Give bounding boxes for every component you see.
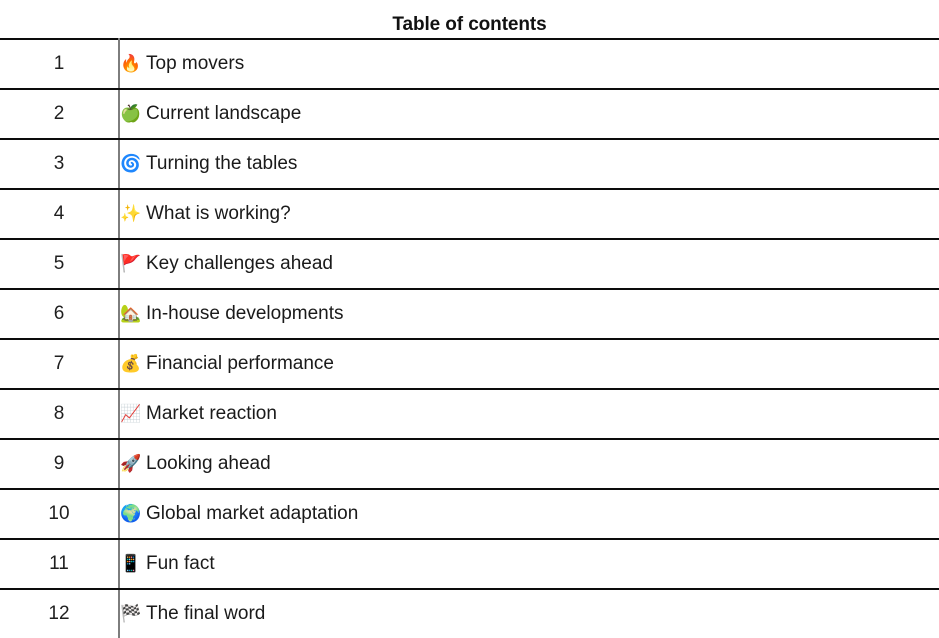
table-row[interactable]: 4✨What is working?	[0, 189, 939, 240]
row-label: Market reaction	[146, 403, 277, 424]
row-number: 10	[0, 489, 120, 540]
triangular-flag-emoji: 🚩	[120, 254, 142, 274]
row-entry[interactable]: 🚀Looking ahead	[119, 439, 939, 490]
row-number: 9	[0, 439, 120, 490]
row-entry[interactable]: 📱Fun fact	[119, 539, 939, 590]
row-label: Financial performance	[146, 353, 334, 374]
row-entry[interactable]: 🚩Key challenges ahead	[119, 239, 939, 290]
row-number: 6	[0, 289, 120, 340]
chequered-flag-emoji: 🏁	[120, 604, 142, 624]
page-title: Table of contents	[392, 14, 547, 35]
row-label: Turning the tables	[146, 153, 298, 174]
table-row[interactable]: 3🌀Turning the tables	[0, 139, 939, 190]
row-label: Top movers	[146, 53, 245, 74]
row-number: 7	[0, 339, 120, 390]
row-entry[interactable]: ✨What is working?	[119, 189, 939, 240]
row-number: 12	[0, 589, 120, 638]
row-number: 5	[0, 239, 120, 290]
row-entry[interactable]: 💰Financial performance	[119, 339, 939, 390]
globe-europe-africa-emoji: 🌍	[120, 504, 142, 524]
row-entry[interactable]: 🏡In-house developments	[119, 289, 939, 340]
table-row[interactable]: 5🚩Key challenges ahead	[0, 239, 939, 290]
mobile-phone-emoji: 📱	[120, 554, 142, 574]
row-number: 8	[0, 389, 120, 440]
row-label: What is working?	[146, 203, 291, 224]
table-row[interactable]: 2🍏Current landscape	[0, 89, 939, 140]
table-row[interactable]: 8📈Market reaction	[0, 389, 939, 440]
row-label: Current landscape	[146, 103, 302, 124]
table-row[interactable]: 7💰Financial performance	[0, 339, 939, 390]
row-label: Fun fact	[146, 553, 215, 574]
row-entry[interactable]: 🍏Current landscape	[119, 89, 939, 140]
row-label: Key challenges ahead	[146, 253, 333, 274]
house-with-garden-emoji: 🏡	[120, 304, 142, 324]
row-label: In-house developments	[146, 303, 344, 324]
rocket-emoji: 🚀	[120, 454, 142, 474]
chart-increasing-emoji: 📈	[120, 404, 142, 424]
row-number: 3	[0, 139, 120, 190]
fire-emoji: 🔥	[120, 54, 142, 74]
row-label: The final word	[146, 603, 266, 624]
table-row[interactable]: 12🏁The final word	[0, 589, 939, 638]
row-label: Looking ahead	[146, 453, 271, 474]
table-row[interactable]: 10🌍Global market adaptation	[0, 489, 939, 540]
table-row[interactable]: 6🏡In-house developments	[0, 289, 939, 340]
cyclone-emoji: 🌀	[120, 154, 142, 174]
row-label: Global market adaptation	[146, 503, 359, 524]
table-row[interactable]: 11📱Fun fact	[0, 539, 939, 590]
row-entry[interactable]: 🌍Global market adaptation	[119, 489, 939, 540]
table-row[interactable]: 1🔥Top movers	[0, 39, 939, 90]
row-number: 4	[0, 189, 120, 240]
row-entry[interactable]: 📈Market reaction	[119, 389, 939, 440]
table-row[interactable]: 9🚀Looking ahead	[0, 439, 939, 490]
row-entry[interactable]: 🌀Turning the tables	[119, 139, 939, 190]
sparkles-emoji: ✨	[120, 204, 142, 224]
green-apple-emoji: 🍏	[120, 104, 142, 124]
money-bag-emoji: 💰	[120, 354, 142, 374]
row-number: 11	[0, 539, 120, 590]
row-number: 1	[0, 39, 120, 90]
row-number: 2	[0, 89, 120, 140]
row-entry[interactable]: 🏁The final word	[119, 589, 939, 638]
row-entry[interactable]: 🔥Top movers	[119, 39, 939, 90]
